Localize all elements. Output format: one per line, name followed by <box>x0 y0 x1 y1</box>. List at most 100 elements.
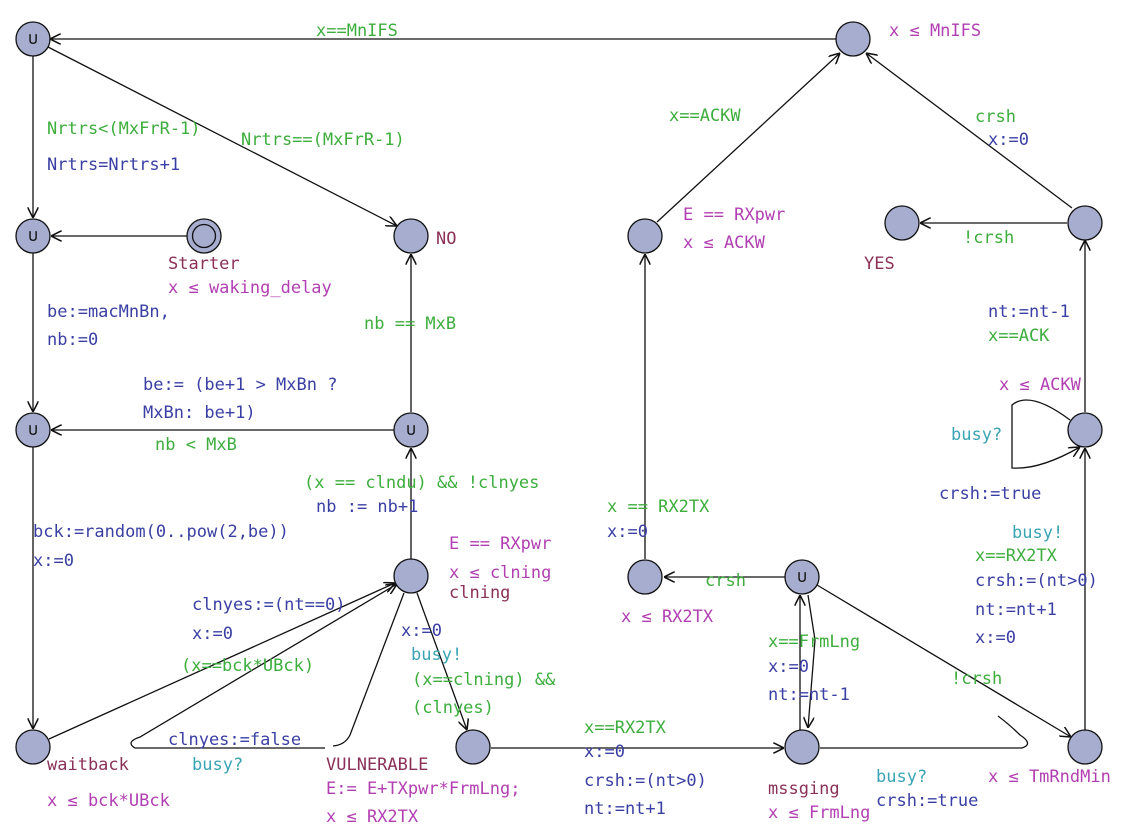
update-nb-inc: nb := nb+1 <box>316 497 418 517</box>
invariant-clning-clock: x ≤ clning <box>449 563 551 583</box>
guard-ack: x==ACK <box>988 326 1050 346</box>
invariant-ackw-loop: x ≤ ACKW <box>999 375 1082 395</box>
guard-not-crsh-1: !crsh <box>963 228 1014 248</box>
edge-vulnerable-to-clning <box>130 584 397 749</box>
guard-rx2tx-tmrnd: x==RX2TX <box>975 546 1058 566</box>
update-x-reset-rx2tx: x:=0 <box>607 522 648 542</box>
update-be-inc-2: MxBn: be+1) <box>143 403 256 423</box>
invariant-clning-energy: E == RXpwr <box>449 534 551 554</box>
guard-clning-2: (clnyes) <box>412 698 494 718</box>
state-tmrndmin <box>1067 729 1103 765</box>
sync-busy-recv-3: busy? <box>876 767 927 787</box>
edge-waitback-to-clning <box>48 583 395 740</box>
guard-clndu: (x == clndu) && !clnyes <box>304 473 539 493</box>
guard-frmlng: x==FrmLng <box>768 632 860 652</box>
guard-nb-eq: nb == MxB <box>364 314 456 334</box>
state-name-vulnerable: VULNERABLE <box>326 755 428 775</box>
committed-mark: ∪ <box>28 420 38 440</box>
sync-busy-recv-1: busy? <box>192 755 243 775</box>
state-crsh-check <box>1067 205 1103 241</box>
state-rx2tx <box>627 559 663 595</box>
update-crsh-vuln: crsh:=(nt>0) <box>584 771 707 791</box>
invariant-starter: x ≤ waking_delay <box>168 278 332 298</box>
update-x-reset-frmlng: x:=0 <box>768 657 809 677</box>
guard-nb-lt: nb < MxB <box>155 435 237 455</box>
update-vulnerable: E:= E+TXpwr*FrmLng; <box>326 779 520 799</box>
sync-busy-recv-2: busy? <box>951 425 1002 445</box>
invariant-mssging: x ≤ FrmLng <box>768 803 870 823</box>
state-name-waitback: waitback <box>47 755 129 775</box>
update-x-reset-crsh: x:=0 <box>988 130 1029 150</box>
committed-mark: ∪ <box>28 29 38 49</box>
guard-rx2tx-vuln: x==RX2TX <box>584 718 667 738</box>
update-nt-dec-frmlng: nt:=nt-1 <box>768 685 850 705</box>
state-backoff-committed <box>15 412 51 448</box>
state-no <box>393 218 429 254</box>
state-name-no: NO <box>436 229 456 249</box>
state-retry-committed <box>393 412 429 448</box>
state-backoff-init-committed <box>15 218 51 254</box>
edge-ackw-self-loop <box>1011 399 1080 469</box>
state-ackw <box>627 218 663 254</box>
committed-mark: ∪ <box>406 420 416 440</box>
update-x-reset-clnyes: x:=0 <box>192 624 233 644</box>
guard-crsh-1: crsh <box>705 571 746 591</box>
guard-nrtrs-lt: Nrtrs<(MxFrR-1) <box>47 119 201 139</box>
update-clnyes: clnyes:=(nt==0) <box>192 595 346 615</box>
invariant-ackw-clock: x ≤ ACKW <box>683 233 766 253</box>
update-crsh-tmrnd: crsh:=(nt>0) <box>975 571 1098 591</box>
state-mnifs <box>835 21 871 57</box>
guard-rx2tx: x == RX2TX <box>607 497 710 517</box>
edge-mssgingc-to-tmrnd <box>816 584 1071 737</box>
sync-busy-send-1: busy! <box>411 645 462 665</box>
guard-nrtrs-eq: Nrtrs==(MxFrR-1) <box>241 130 405 150</box>
guard-not-crsh-2: !crsh <box>951 669 1002 689</box>
invariant-tmrndmin: x ≤ TmRndMin <box>988 767 1111 787</box>
state-mssging-committed <box>784 559 820 595</box>
invariant-mnifs: x ≤ MnIFS <box>889 21 981 41</box>
state-starter-initial-ring <box>191 223 217 249</box>
state-name-yes: YES <box>864 254 895 274</box>
update-nrtrs: Nrtrs=Nrtrs+1 <box>47 155 180 175</box>
state-vulnerable <box>455 729 491 765</box>
guard-crsh-2: crsh <box>975 107 1016 127</box>
edge-ackw-to-mnifs <box>656 53 840 223</box>
guard-mnifs: x==MnIFS <box>316 21 398 41</box>
state-name-clning: clning <box>449 583 510 603</box>
guard-bck-ubck: (x==bck*UBck) <box>181 656 314 676</box>
update-x-reset-bck: x:=0 <box>33 551 74 571</box>
state-ackw-wait <box>1067 412 1103 448</box>
update-x-reset-clning: x:=0 <box>401 621 442 641</box>
edge-clning-to-vulnerable <box>416 592 467 730</box>
edge-crsh-to-mnifs <box>866 53 1073 209</box>
update-crsh-true-2: crsh:=true <box>876 791 978 811</box>
update-be-inc-1: be:= (be+1 > MxBn ? <box>143 375 337 395</box>
state-clning <box>393 558 429 594</box>
update-clnyes-false: clnyes:=false <box>168 730 301 750</box>
update-nt-inc-tmrnd: nt:=nt+1 <box>975 600 1057 620</box>
state-yes <box>884 205 920 241</box>
guard-ackw: x==ACKW <box>669 106 741 126</box>
update-crsh-true-1: crsh:=true <box>939 484 1041 504</box>
edge-start-to-no <box>47 46 397 226</box>
invariant-rx2tx: x ≤ RX2TX <box>621 607 714 627</box>
update-x-reset-vuln: x:=0 <box>584 742 625 762</box>
committed-mark: ∪ <box>797 567 807 587</box>
edge-mssgingc-to-mssging <box>808 594 816 728</box>
state-start-committed <box>15 21 51 57</box>
committed-mark: ∪ <box>28 226 38 246</box>
update-bck: bck:=random(0..pow(2,be)) <box>33 522 289 542</box>
update-be-init: be:=macMnBn, <box>47 302 170 322</box>
invariant-ackw-energy: E == RXpwr <box>683 205 785 225</box>
update-nt-dec-ack: nt:=nt-1 <box>988 302 1070 322</box>
state-name-mssging: mssging <box>768 779 840 799</box>
guard-clning-1: (x==clning) && <box>412 670 556 690</box>
edge-mssging-to-tmrnd-busy <box>820 715 1029 749</box>
state-mssging <box>784 729 820 765</box>
invariant-waitback: x ≤ bck*UBck <box>47 791 170 811</box>
update-nt-inc-vuln: nt:=nt+1 <box>584 799 666 819</box>
update-x-reset-tmrnd: x:=0 <box>975 628 1016 648</box>
state-name-starter: Starter <box>168 254 240 274</box>
